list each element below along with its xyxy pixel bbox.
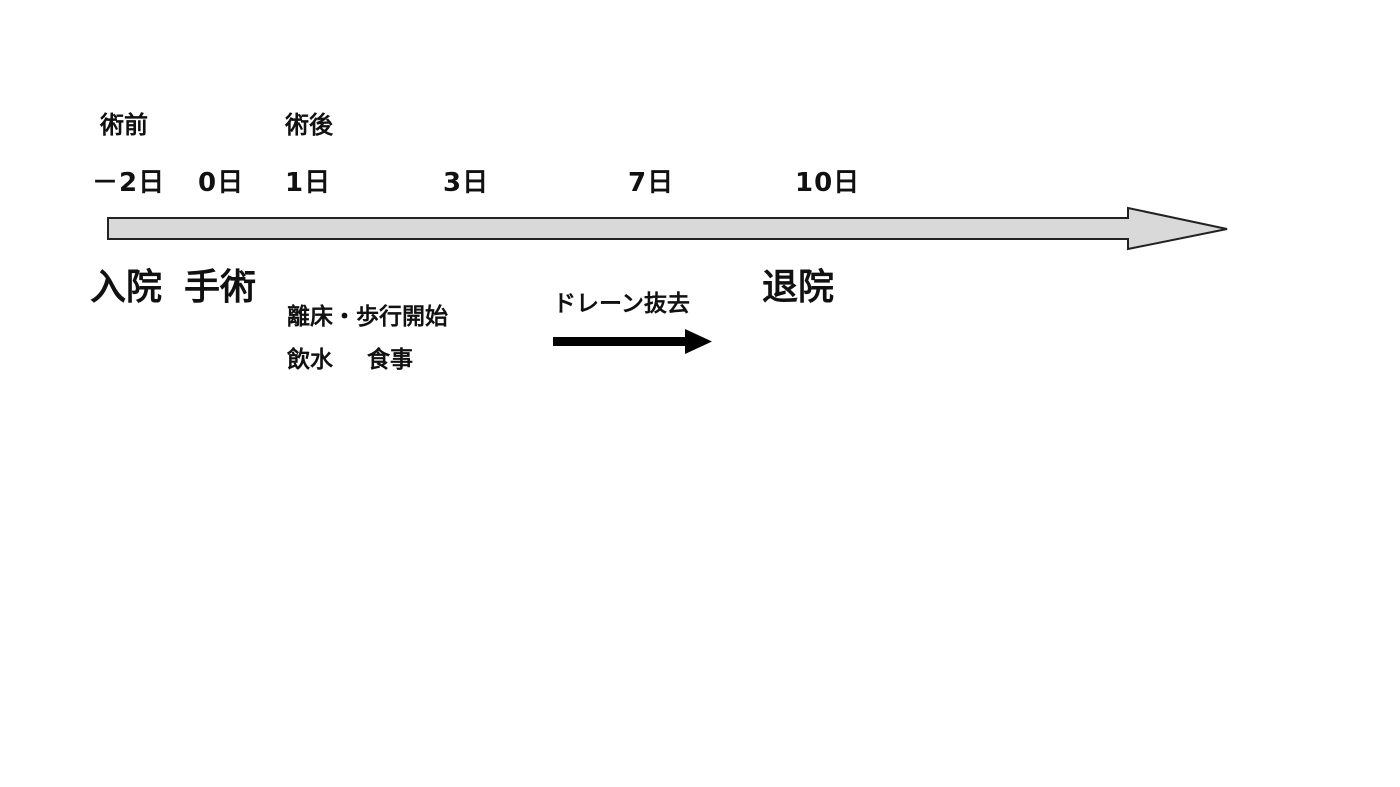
event-meal: 食事 <box>367 347 413 373</box>
phase-label-postop: 術後 <box>285 111 333 139</box>
event-discharge: 退院 <box>762 267 835 308</box>
phase-label-preop: 術前 <box>100 111 148 139</box>
day-label-0: 0日 <box>198 168 245 198</box>
event-drinking: 飲水 <box>287 347 333 373</box>
day-label-7: 7日 <box>628 168 675 198</box>
day-label-10: 10日 <box>795 168 861 198</box>
day-label-minus2: －2日 <box>92 168 166 198</box>
day-label-3: 3日 <box>443 168 490 198</box>
event-admission: 入院 <box>90 267 163 308</box>
event-drain-removal: ドレーン抜去 <box>553 291 690 317</box>
event-mobilization: 離床・歩行開始 <box>287 304 448 330</box>
day-label-1: 1日 <box>285 168 332 198</box>
event-surgery: 手術 <box>184 267 257 308</box>
drain-arrow <box>553 329 712 354</box>
timeline-arrow <box>107 206 1228 251</box>
